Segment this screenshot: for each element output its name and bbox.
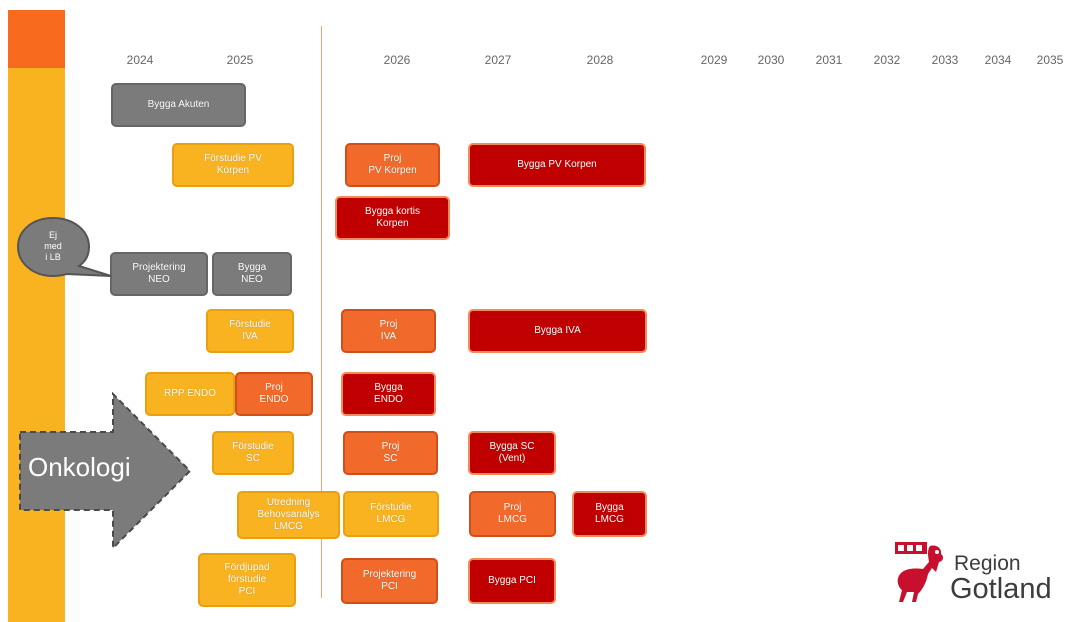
year-label: 2033 [931,53,959,67]
year-label: 2030 [757,53,785,67]
box-proj-endo: Proj ENDO [235,372,313,416]
year-label: 2029 [700,53,728,67]
box-forstudie-lmcg: Förstudie LMCG [343,491,439,537]
box-proj-iva: Proj IVA [341,309,436,353]
speech-bubble-shape [16,216,112,278]
box-projektering-neo: Projektering NEO [110,252,208,296]
ram-logo-icon [895,542,944,602]
box-bygga-lmcg: Bygga LMCG [572,491,647,537]
year-label: 2026 [383,53,411,67]
onkologi-arrow: Onkologi [18,391,193,551]
box-forstudie-sc: Förstudie SC [212,431,294,475]
box-bygga-pci: Bygga PCI [468,558,556,604]
box-proj-pv-korpen: Proj PV Korpen [345,143,440,187]
box-fordjupad-forstudie-pci: Fördjupad förstudie PCI [198,553,296,607]
speech-bubble: Ej med i LB [16,216,112,278]
box-projektering-pci: Projektering PCI [341,558,438,604]
box-bygga-akuten: Bygga Akuten [111,83,246,127]
arrow-shape [19,391,192,551]
left-accent-bar-top [8,10,65,68]
onkologi-label: Onkologi [28,452,131,482]
logo-text-region: Region [954,552,1021,575]
box-bygga-kortis-korpen: Bygga kortis Korpen [335,196,450,240]
logo-text-gotland: Gotland [950,573,1052,605]
year-label: 2024 [126,53,154,67]
box-proj-lmcg: Proj LMCG [469,491,556,537]
box-bygga-pv-korpen: Bygga PV Korpen [468,143,646,187]
year-label: 2031 [815,53,843,67]
box-proj-sc: Proj SC [343,431,438,475]
year-label: 2034 [984,53,1012,67]
box-bygga-sc: Bygga SC (Vent) [468,431,556,475]
left-accent-bar [8,10,65,622]
today-divider-line [321,26,322,598]
box-forstudie-pv-korpen: Förstudie PV Korpen [172,143,294,187]
year-label: 2035 [1036,53,1064,67]
box-forstudie-iva: Förstudie IVA [206,309,294,353]
year-label: 2027 [484,53,512,67]
box-utredning-lmcg: Utredning Behovsanalys LMCG [237,491,340,539]
region-gotland-logo: Region Gotland [892,538,1064,606]
year-label: 2025 [226,53,254,67]
box-bygga-iva: Bygga IVA [468,309,647,353]
box-rpp-endo: RPP ENDO [145,372,235,416]
year-label: 2028 [586,53,614,67]
speech-bubble-text: Ej med i LB [44,229,62,262]
box-bygga-endo: Bygga ENDO [341,372,436,416]
box-bygga-neo: Bygga NEO [212,252,292,296]
year-label: 2032 [873,53,901,67]
